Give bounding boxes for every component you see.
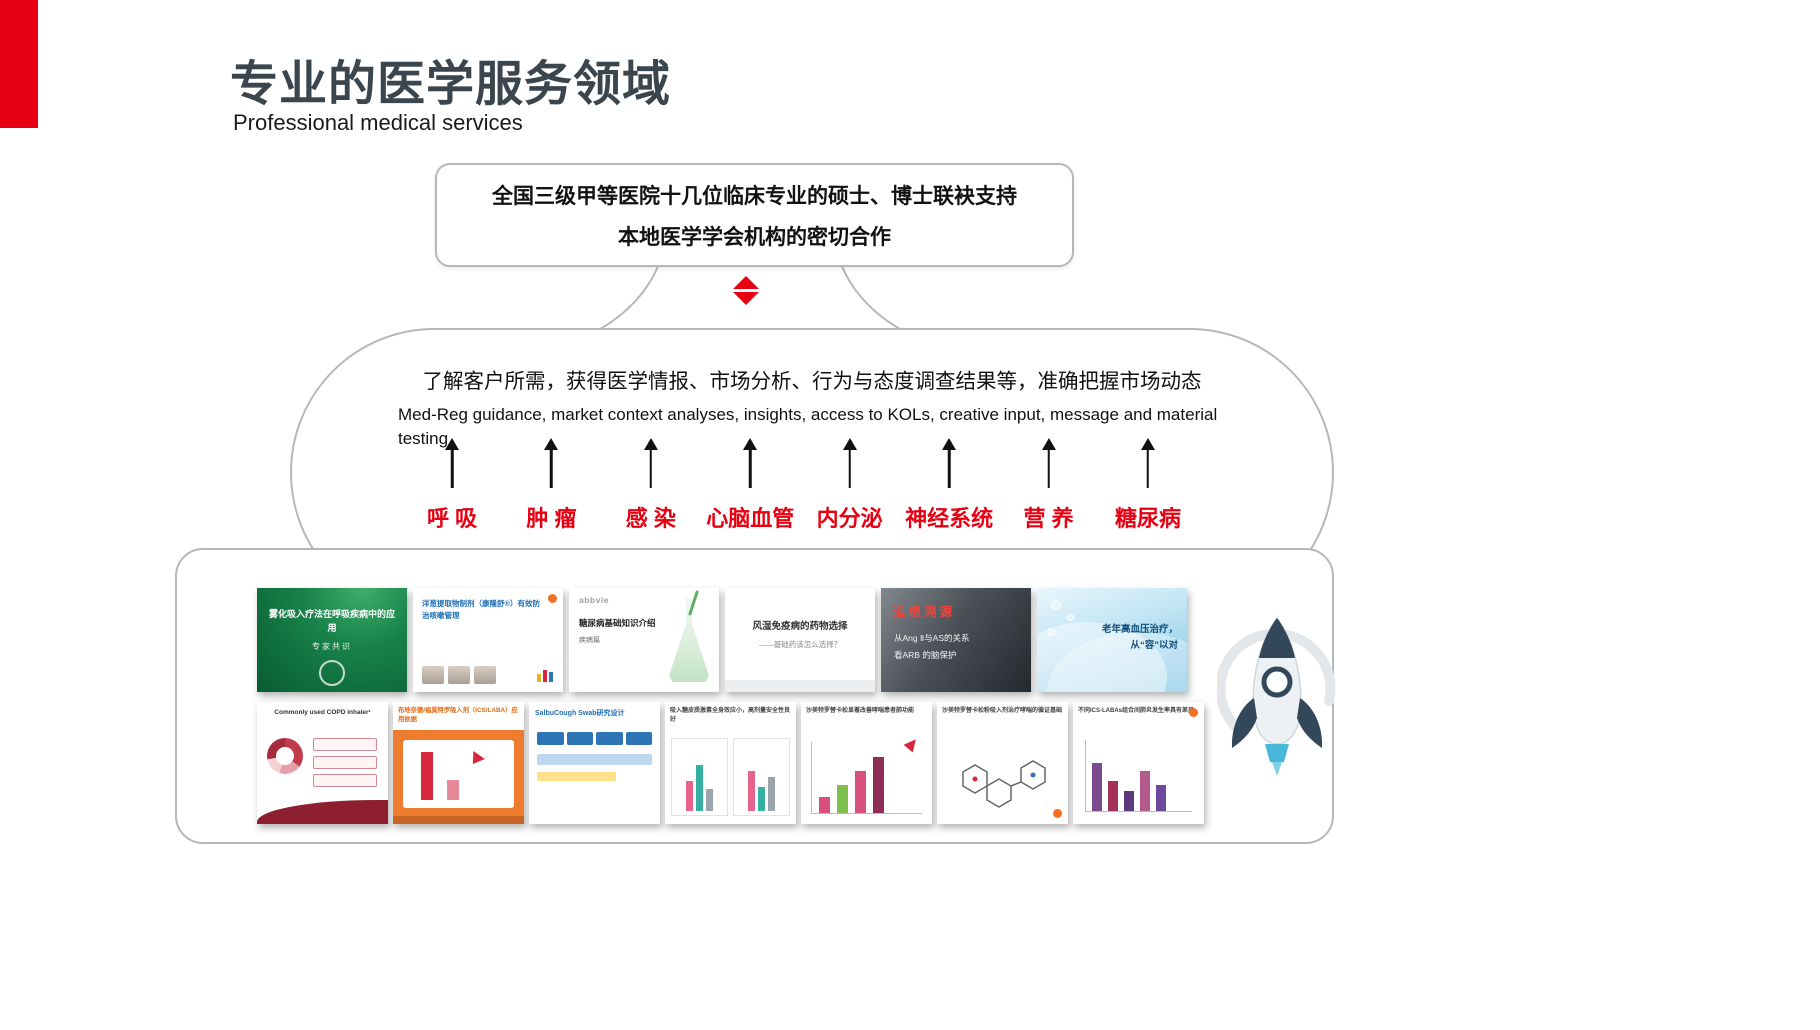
category-endocrine: 内分泌 bbox=[802, 438, 898, 533]
slide-thumb-pneumonia-rates: 不同ICS-LABAs组合间肺炎发生率具有差异 bbox=[1073, 702, 1204, 824]
down-arrow-icon bbox=[467, 750, 485, 769]
slide-thumb-onion-extract: 洋葱提取物制剂（康隆舒®）有效防治咳嗽管理 bbox=[413, 588, 563, 692]
up-arrow-icon bbox=[1140, 438, 1156, 488]
brand-dot-icon bbox=[1053, 809, 1062, 818]
rocket-illustration bbox=[1217, 616, 1336, 776]
slide-thumbnail-row-top: 雾化吸入疗法在呼吸疾病中的应用 专家共识 洋葱提取物制剂（康隆舒®）有效防治咳嗽… bbox=[257, 588, 1187, 692]
callout-line2: 本地医学学会机构的密切合作 bbox=[618, 225, 891, 249]
mini-bar-chart bbox=[811, 742, 922, 814]
slide-thumb-ics-laba-rationale: 布地奈德/福莫特罗吸入剂（ICS/LABA）应用依据 bbox=[393, 702, 524, 824]
category-neurology: 神经系统 bbox=[901, 438, 997, 533]
slide-thumb-nebulization-consensus: 雾化吸入疗法在呼吸疾病中的应用 专家共识 bbox=[257, 588, 407, 692]
up-arrow-icon bbox=[643, 438, 659, 488]
callout-line1: 全国三级甲等医院十几位临床专业的硕士、博士联袂支持 bbox=[492, 184, 1017, 208]
category-respiratory: 呼 吸 bbox=[404, 438, 500, 533]
page-subtitle: Professional medical services bbox=[233, 110, 523, 135]
up-arrow-icon bbox=[1041, 438, 1057, 488]
logo-ring-icon bbox=[319, 660, 345, 686]
up-arrow-icon bbox=[444, 438, 460, 488]
category-diabetes: 糖尿病 bbox=[1100, 438, 1196, 533]
slides-panel: 雾化吸入疗法在呼吸疾病中的应用 专家共识 洋葱提取物制剂（康隆舒®）有效防治咳嗽… bbox=[175, 548, 1336, 844]
capability-text-en: Med-Reg guidance, market context analyse… bbox=[398, 405, 1218, 448]
red-corner-bar bbox=[0, 0, 38, 128]
slide-thumbnail-row-bottom: Commonly used COPD inhaler¹ 布地奈德/福莫特罗吸入剂… bbox=[257, 702, 1204, 824]
category-row: 呼 吸 肿 瘤 感 染 心脑血管 内分泌 神经系统 营 养 糖尿病 bbox=[404, 438, 1196, 533]
up-arrow-icon bbox=[543, 438, 559, 488]
slide-thumb-diabetes-basics: abbvie 糖尿病基础知识介绍 疾病篇 bbox=[569, 588, 719, 692]
up-arrow-icon bbox=[941, 438, 957, 488]
mini-bar-chart bbox=[671, 738, 728, 816]
page-title: 专业的医学服务领域 bbox=[230, 58, 672, 111]
category-nutrition: 营 养 bbox=[1001, 438, 1097, 533]
bubble-icon bbox=[1067, 614, 1074, 621]
brand-dot-icon bbox=[548, 594, 557, 603]
red-diamond-connector-icon bbox=[733, 276, 759, 305]
mini-bar-chart bbox=[403, 740, 514, 808]
category-cardiovascular: 心脑血管 bbox=[702, 438, 798, 533]
bubble-icon bbox=[1047, 628, 1055, 636]
top-callout-bubble: 全国三级甲等医院十几位临床专业的硕士、博士联袂支持 本地医学学会机构的密切合作 bbox=[435, 163, 1074, 267]
category-oncology: 肿 瘤 bbox=[503, 438, 599, 533]
inhaler-list bbox=[313, 738, 377, 787]
bubble-icon bbox=[1051, 600, 1061, 610]
slide-thumb-lung-function: 沙美特罗替卡松显著改善哮喘患者肺功能 bbox=[801, 702, 932, 824]
study-flow-diagram bbox=[529, 718, 660, 745]
speaker-photos bbox=[422, 666, 496, 684]
slide-thumb-elderly-hypertension: 老年高血压治疗， 从“容”以对 bbox=[1037, 588, 1187, 692]
slide-thumb-salbucough-design: SalbuCough Swab研究设计 bbox=[529, 702, 660, 824]
capability-text-cn: 了解客户所需，获得医学情报、市场分析、行为与态度调查结果等，准确把握市场动态 bbox=[422, 370, 1202, 393]
mini-bar-chart bbox=[1085, 740, 1192, 812]
slide-thumb-arb-brain-protection: 追根溯源 从Ang Ⅱ与AS的关系 看ARB 的脑保护 bbox=[881, 588, 1031, 692]
brand-dot-icon bbox=[1189, 708, 1198, 717]
mini-bar-chart bbox=[537, 670, 553, 682]
slide-thumb-ics-safety: 吸入糖皮质激素全身效应小，高剂量安全性良好 bbox=[665, 702, 796, 824]
slide-thumb-rheumatology-drugs: 风湿免疫病的药物选择 ——基础药该怎么选择？ bbox=[725, 588, 875, 692]
molecule-structure-icon bbox=[962, 760, 1046, 808]
slide-thumb-copd-inhaler: Commonly used COPD inhaler¹ bbox=[257, 702, 388, 824]
abbvie-logo: abbvie bbox=[579, 595, 609, 605]
up-arrow-icon bbox=[742, 438, 758, 488]
up-arrow-icon bbox=[842, 438, 858, 488]
slide-thumb-evidence-base: 沙美特罗替卡松粉吸入剂治疗哮喘的循证基础 bbox=[937, 702, 1068, 824]
donut-diagram-icon bbox=[267, 738, 303, 774]
bubble-funnel-connector bbox=[600, 261, 900, 330]
mini-bar-chart bbox=[733, 738, 790, 816]
category-infection: 感 染 bbox=[603, 438, 699, 533]
